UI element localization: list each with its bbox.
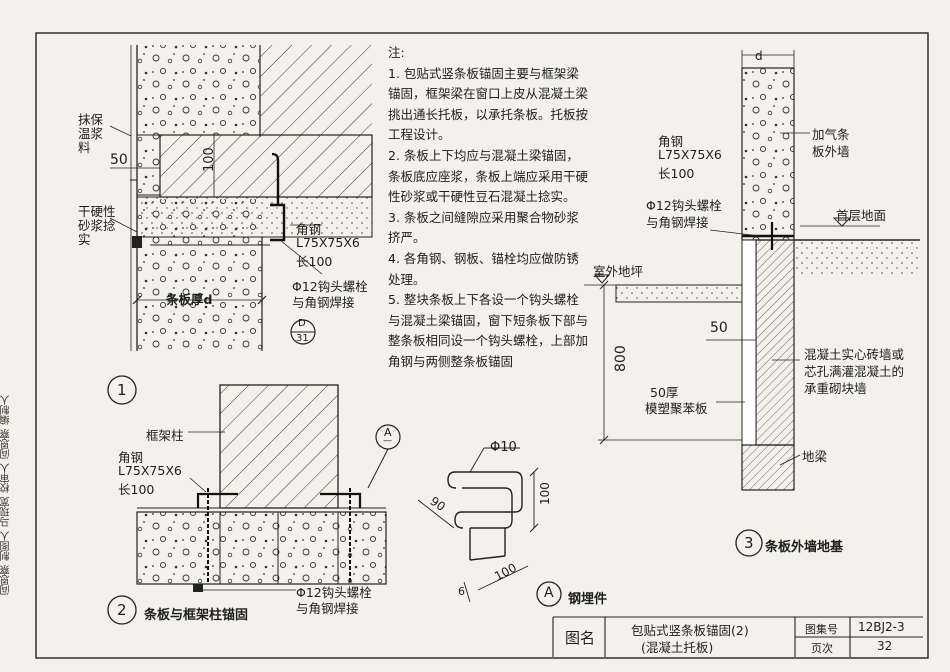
label-angle-2: 角钢 bbox=[118, 450, 144, 465]
ground-beam bbox=[741, 444, 795, 491]
aerated-wall bbox=[741, 67, 795, 241]
label-angle-len-3: 长100 bbox=[658, 166, 695, 181]
label-plaster: 抹保温浆料 bbox=[78, 112, 104, 155]
label-angle-spec-3: L75X75X6 bbox=[658, 147, 722, 162]
concrete-slab-ledge bbox=[136, 196, 373, 238]
label-column: 框架柱 bbox=[146, 428, 184, 443]
notes-heading: 注: bbox=[388, 45, 405, 60]
label-bolt-weld-3: 与角钢焊接 bbox=[646, 215, 709, 230]
label-bolt-weld-1: 与角钢焊接 bbox=[292, 295, 355, 310]
label-bolt-2: Φ12钩头螺栓 bbox=[296, 585, 372, 600]
detail-3-number: 3 bbox=[744, 534, 754, 552]
notes-block: 注: 1. 包贴式竖条板锚固主要与框架梁锚固，框架梁在窗口上皮从混凝土梁挑出通长… bbox=[388, 43, 588, 373]
label-dia-10: Φ10 bbox=[490, 440, 517, 455]
label-bolt-1: Φ12钩头螺栓 bbox=[292, 279, 368, 294]
detail-1-section bbox=[107, 45, 373, 405]
note-2: 2. 条板上下均应与混凝土梁锚固，条板底应座浆，条板上端应采用干硬性砂浆或干硬性… bbox=[388, 147, 589, 205]
detail-2-number: 2 bbox=[117, 601, 127, 619]
angle-right bbox=[320, 492, 362, 508]
title-block-grid bbox=[552, 616, 923, 657]
sheet-frame bbox=[35, 32, 929, 659]
label-angle-spec-2: L75X75X6 bbox=[118, 463, 182, 478]
label-angle-len-2: 长100 bbox=[118, 482, 155, 497]
ref-a: A bbox=[384, 426, 392, 439]
label-eps-1: 50厚 bbox=[650, 385, 679, 400]
label-bolt-3: Φ12钩头螺栓 bbox=[646, 198, 722, 213]
label-floor: 首层地面 bbox=[836, 208, 887, 223]
label-eps-2: 模塑聚苯板 bbox=[645, 401, 708, 416]
brick-wall bbox=[755, 239, 795, 446]
note-5: 5. 整块条板上下各设一个钩头螺栓与混凝土梁锚固，窗下短条板下部与整条板相同设一… bbox=[388, 292, 589, 369]
wall-panel-joint bbox=[136, 134, 161, 196]
dim-800: 800 bbox=[613, 345, 629, 372]
label-angle-len-1: 长100 bbox=[296, 254, 333, 269]
label-beam: 地梁 bbox=[802, 449, 828, 464]
label-wall-1: 加气条 bbox=[812, 127, 850, 142]
detail-2-plan bbox=[107, 384, 401, 625]
dim-50-3: 50 bbox=[710, 320, 728, 336]
detail-a-title: 钢埋件 bbox=[568, 592, 608, 607]
page-label: 页次 bbox=[811, 642, 833, 655]
page-number: 32 bbox=[877, 639, 893, 653]
detail-3-title: 条板外墙地基 bbox=[765, 540, 844, 555]
frame-column bbox=[219, 384, 339, 509]
dim-100-a: 100 bbox=[538, 482, 552, 505]
eps-board bbox=[741, 239, 757, 446]
note-4: 4. 各角钢、钢板、锚栓均应做防锈处理。 bbox=[388, 250, 579, 287]
detail-2-title: 条板与框架柱锚固 bbox=[144, 608, 249, 623]
title-block: 图名 包贴式竖条板锚固(2) (混凝土托板) 图集号 12BJ2-3 页次 32 bbox=[553, 617, 923, 657]
title-line-2: (混凝土托板) bbox=[641, 640, 714, 655]
concrete-beam-upper bbox=[260, 45, 372, 137]
ref-d: D bbox=[298, 318, 306, 329]
note-1: 1. 包贴式竖条板锚固主要与框架梁锚固，框架梁在窗口上皮从混凝土梁挑出通长托板，… bbox=[388, 65, 589, 143]
detail-a-embed bbox=[417, 447, 562, 607]
label-mortar: 干硬性砂浆捻实 bbox=[78, 204, 116, 247]
wall-panel-upper bbox=[137, 45, 260, 135]
label-thickness: 条板厚d bbox=[166, 292, 213, 307]
dim-6: 6 bbox=[458, 585, 465, 598]
atlas-number: 12BJ2-3 bbox=[858, 620, 905, 634]
detail-3-foundation bbox=[584, 50, 920, 557]
dim-100: 100 bbox=[202, 147, 217, 172]
detail-a-number: A bbox=[544, 585, 554, 601]
wall-panels-plan bbox=[136, 511, 387, 585]
dim-50: 50 bbox=[110, 152, 128, 168]
label-brick-1: 混凝土实心砖墙或 bbox=[804, 347, 905, 362]
angle-left bbox=[196, 492, 238, 508]
ref-31: 31 bbox=[296, 333, 309, 344]
label-angle-1: 角钢 bbox=[296, 222, 322, 237]
label-wall-2: 板外墙 bbox=[812, 144, 850, 159]
label-angle-3: 角钢 bbox=[658, 134, 684, 149]
label-brick-3: 承重砌块墙 bbox=[804, 381, 867, 396]
ground-fill bbox=[794, 240, 920, 274]
title-label: 图名 bbox=[565, 629, 596, 647]
dim-d: d bbox=[755, 49, 763, 63]
ref-a-dash: — bbox=[383, 436, 392, 446]
label-brick-2: 芯孔满灌混凝土的 bbox=[804, 364, 905, 379]
label-outdoor: 室外地坪 bbox=[593, 264, 644, 279]
hook-bar-1 bbox=[455, 471, 523, 513]
label-angle-spec-1: L75X75X6 bbox=[296, 235, 360, 250]
outdoor-slab bbox=[615, 284, 743, 303]
detail-1-number: 1 bbox=[117, 381, 127, 399]
note-3: 3. 条板之间缝隙应采用聚合物砂浆挤严。 bbox=[388, 209, 579, 246]
atlas-label: 图集号 bbox=[805, 623, 838, 636]
concrete-beam bbox=[159, 134, 373, 198]
title-line-1: 包贴式竖条板锚固(2) bbox=[631, 623, 749, 638]
label-bolt-weld-2: 与角钢焊接 bbox=[296, 601, 359, 616]
